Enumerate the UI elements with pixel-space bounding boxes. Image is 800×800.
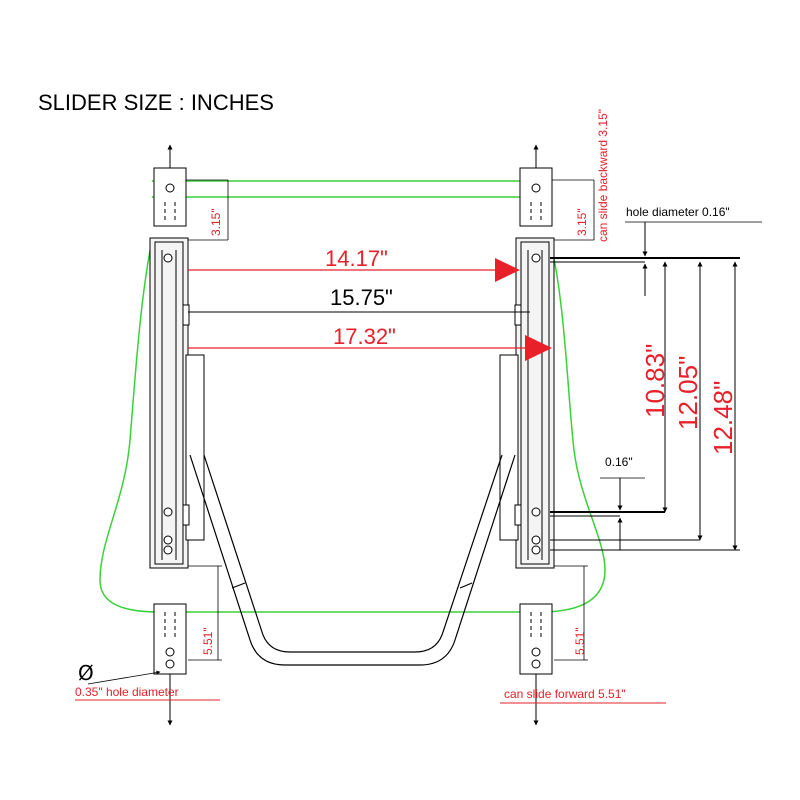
diameter-symbol: Ø [78,661,94,685]
slide-back-left-label: 3.15" [209,208,223,236]
slide-back-right-label: 3.15" [575,208,589,236]
length-1-label: 10.83" [640,344,670,418]
width-outer-arrow [525,335,552,361]
slide-back-note: can slide backward 3.15" [596,109,610,242]
slide-back-dimension-right [552,179,595,241]
width-outer-label: 17.32" [333,324,396,349]
left-rail-forward-extension [153,603,187,726]
slide-back-dimension-left [186,179,229,241]
slide-forward-right-label: 5.51" [573,627,587,655]
hole-diameter-leader [87,670,161,685]
width-inner-label: 14.17" [325,246,388,271]
hole-gap-label: 0.16" [605,455,633,469]
slide-forward-dimension-right [554,565,588,661]
left-rail-back-extension [153,144,187,227]
left-rail [149,237,205,569]
diagram-title: SLIDER SIZE : INCHES [38,90,274,115]
right-rail [499,237,555,569]
right-rail-forward-extension [519,603,553,726]
length-3-label: 12.48" [708,381,738,455]
slide-forward-note: can slide forward 5.51" [504,687,626,701]
hole-top-label: hole diameter 0.16" [626,205,730,219]
release-bar [189,454,516,666]
slide-forward-dimension-left [188,565,222,661]
length-2-label: 12.05" [673,356,703,430]
width-mid-label: 15.75" [330,285,393,310]
length-dimensions [550,222,740,551]
width-inner-arrow [495,258,520,282]
slide-forward-left-label: 5.51" [201,627,215,655]
right-rail-back-extension [519,144,553,227]
hole-diameter-note: 0.35" hole diameter [75,685,179,699]
